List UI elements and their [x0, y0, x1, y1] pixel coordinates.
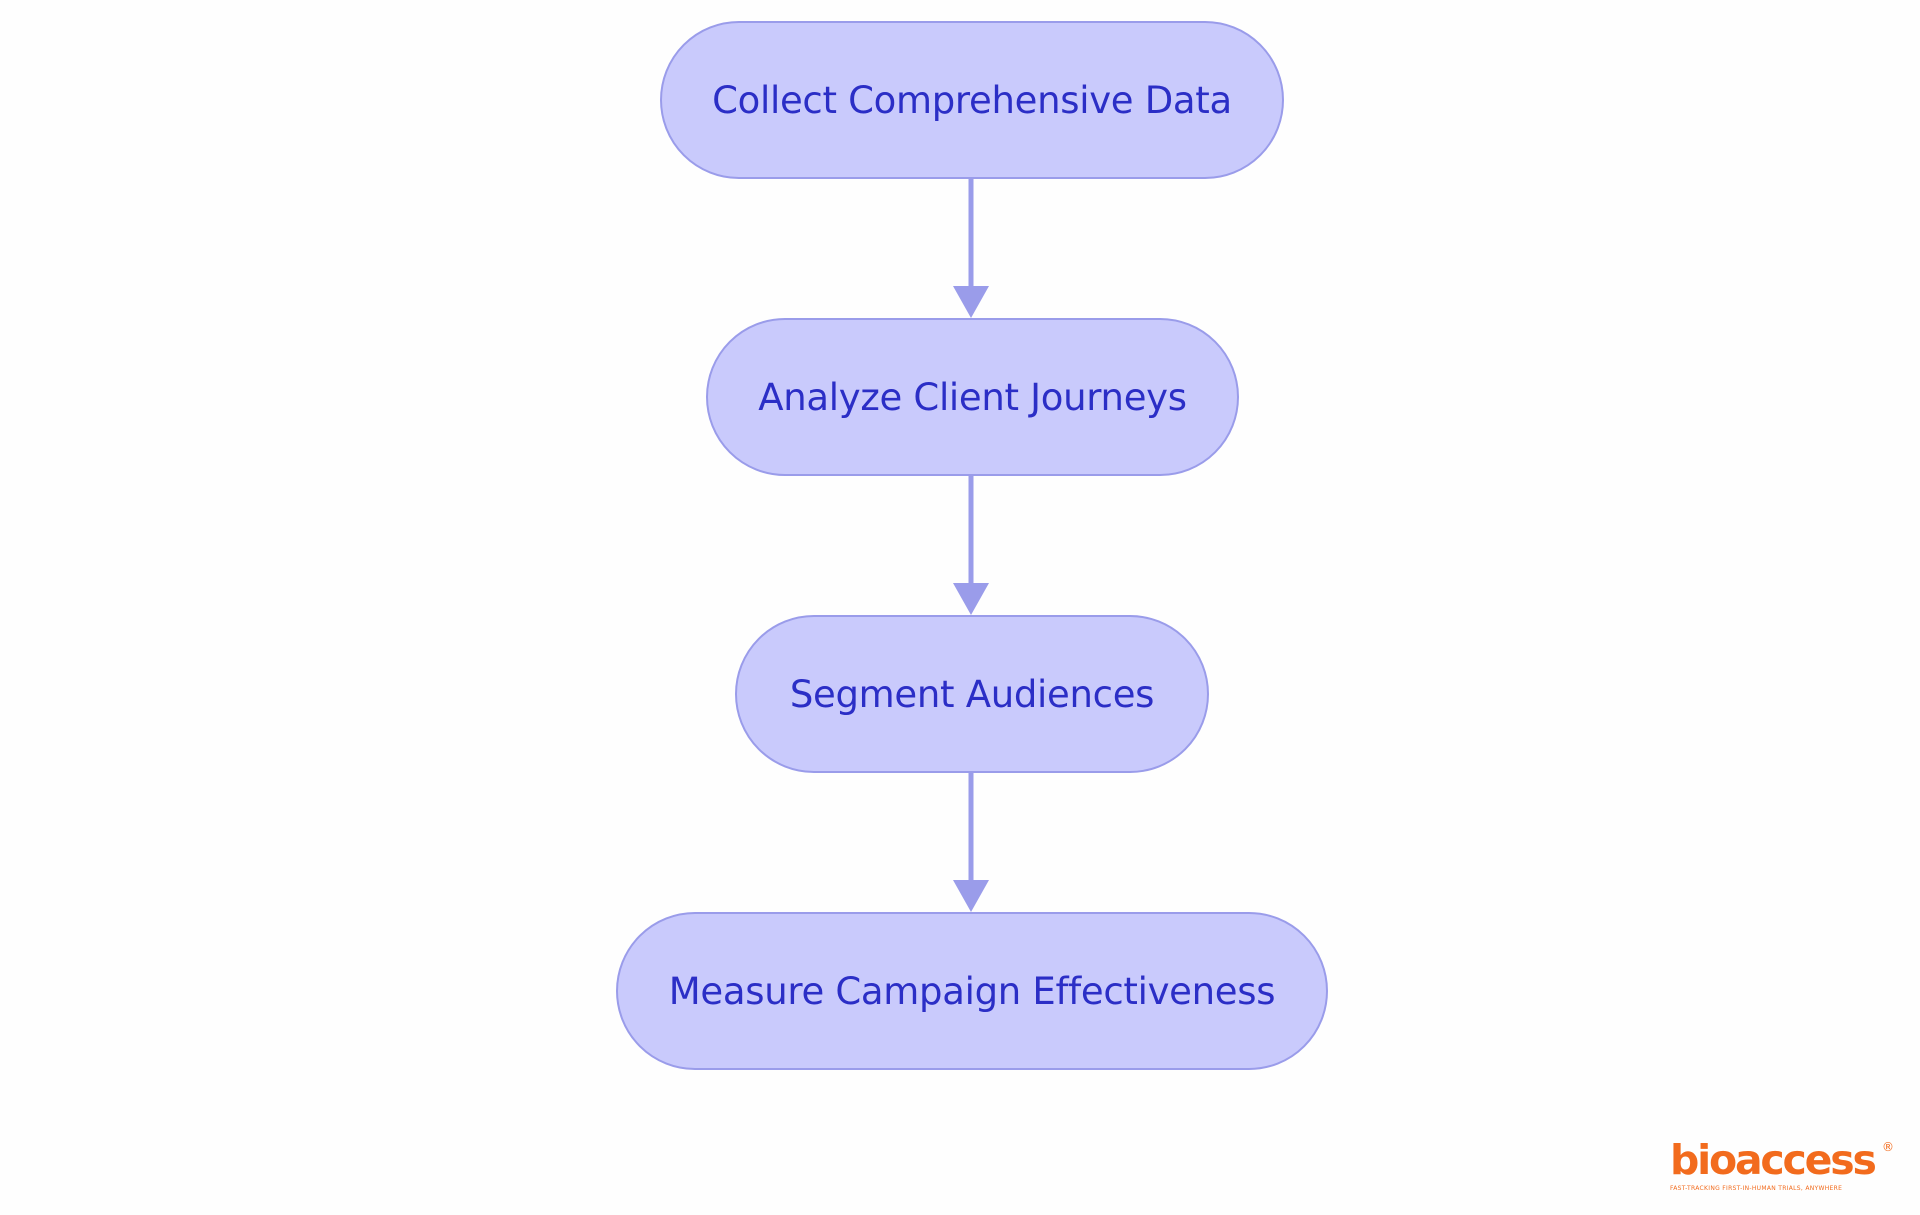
- connector-2-3: [953, 476, 989, 615]
- step-analyze-client-journeys: Analyze Client Journeys: [706, 318, 1239, 476]
- registered-mark: ®: [1882, 1140, 1894, 1154]
- step-label: Analyze Client Journeys: [758, 375, 1187, 419]
- step-collect-comprehensive-data: Collect Comprehensive Data: [660, 21, 1284, 179]
- step-segment-audiences: Segment Audiences: [735, 615, 1209, 773]
- logo-wordmark: bioaccess: [1670, 1136, 1877, 1184]
- logo-tagline: FAST-TRACKING FIRST-IN-HUMAN TRIALS, ANY…: [1670, 1185, 1843, 1192]
- bioaccess-logo: bioaccess ® FAST-TRACKING FIRST-IN-HUMAN…: [1670, 1138, 1900, 1200]
- connector-3-4: [953, 773, 989, 912]
- step-label: Measure Campaign Effectiveness: [668, 969, 1276, 1013]
- connector-1-2: [953, 179, 989, 318]
- step-measure-campaign-effectiveness: Measure Campaign Effectiveness: [616, 912, 1328, 1070]
- step-label: Segment Audiences: [789, 672, 1155, 716]
- step-label: Collect Comprehensive Data: [712, 78, 1232, 122]
